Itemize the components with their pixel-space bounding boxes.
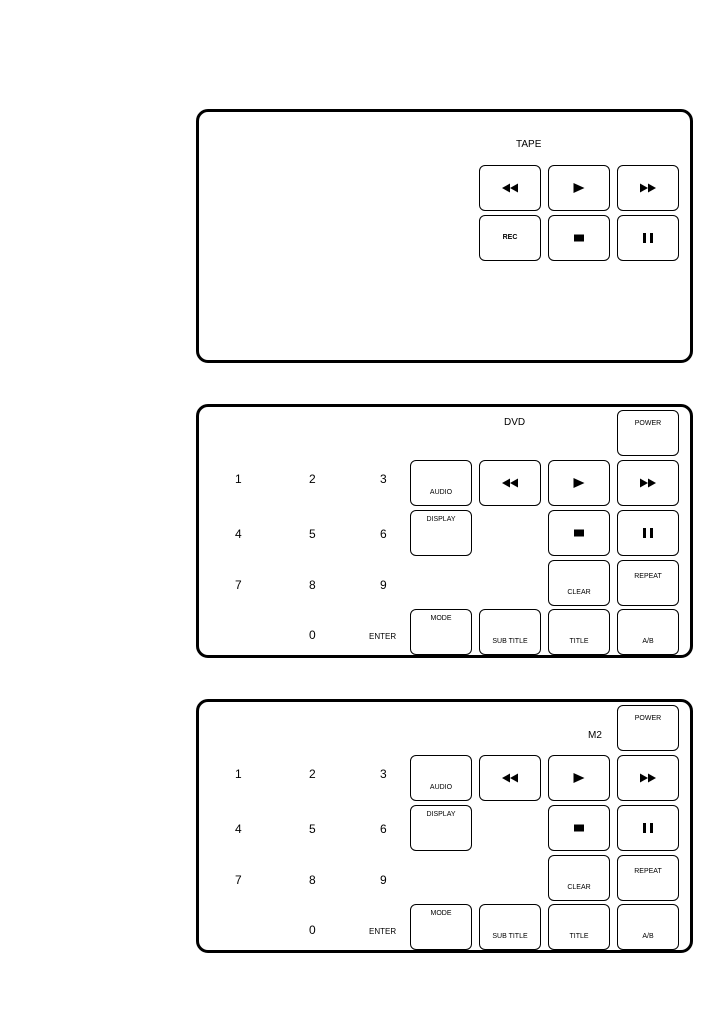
dvd-number-7[interactable]: 7 [235, 578, 242, 592]
dvd-pause-button[interactable] [617, 510, 679, 556]
tape-fast-forward-button[interactable] [617, 165, 679, 211]
dvd-audio-button[interactable]: AUDIO [410, 460, 472, 506]
m2-sub-title-button[interactable]: SUB TITLE [479, 904, 541, 950]
rewind-icon [502, 774, 518, 783]
fast-forward-icon [640, 774, 656, 783]
dvd-sub-title-button[interactable]: SUB TITLE [479, 609, 541, 655]
m2-repeat-button[interactable]: REPEAT [617, 855, 679, 901]
m2-stop-button[interactable] [548, 805, 610, 851]
tape-rewind-button[interactable] [479, 165, 541, 211]
title-label: TITLE [549, 933, 609, 941]
m2-display-button[interactable]: DISPLAY [410, 805, 472, 851]
m2-number-2[interactable]: 2 [309, 767, 316, 781]
dvd-number-9[interactable]: 9 [380, 578, 387, 592]
m2-number-7[interactable]: 7 [235, 873, 242, 887]
play-icon [574, 773, 585, 783]
tape-rec-button[interactable]: REC [479, 215, 541, 261]
m2-number-8[interactable]: 8 [309, 873, 316, 887]
m2-mode-button[interactable]: MODE [410, 904, 472, 950]
sub-title-label: SUB TITLE [480, 933, 540, 941]
stop-icon [574, 530, 584, 537]
play-icon [574, 183, 585, 193]
m2-number-9[interactable]: 9 [380, 873, 387, 887]
m2-enter-label[interactable]: ENTER [369, 927, 396, 937]
sub-title-label: SUB TITLE [480, 638, 540, 646]
title-label: TITLE [549, 638, 609, 646]
dvd-clear-button[interactable]: CLEAR [548, 560, 610, 606]
rewind-icon [502, 184, 518, 193]
dvd-rewind-button[interactable] [479, 460, 541, 506]
dvd-title-button[interactable]: TITLE [548, 609, 610, 655]
m2-clear-button[interactable]: CLEAR [548, 855, 610, 901]
pause-icon [643, 233, 653, 243]
repeat-label: REPEAT [618, 868, 678, 876]
dvd-stop-button[interactable] [548, 510, 610, 556]
pause-icon [643, 528, 653, 538]
m2-number-0[interactable]: 0 [309, 923, 316, 937]
m2-number-5[interactable]: 5 [309, 822, 316, 836]
dvd-panel: DVD 1 2 3 4 5 6 7 8 9 0 ENTER POWER AUDI… [196, 404, 693, 658]
m2-fast-forward-button[interactable] [617, 755, 679, 801]
m2-ab-button[interactable]: A/B [617, 904, 679, 950]
tape-stop-button[interactable] [548, 215, 610, 261]
clear-label: CLEAR [549, 589, 609, 597]
dvd-title: DVD [504, 418, 525, 428]
dvd-number-2[interactable]: 2 [309, 472, 316, 486]
ab-label: A/B [618, 638, 678, 646]
dvd-display-button[interactable]: DISPLAY [410, 510, 472, 556]
dvd-number-0[interactable]: 0 [309, 628, 316, 642]
m2-play-button[interactable] [548, 755, 610, 801]
m2-audio-button[interactable]: AUDIO [410, 755, 472, 801]
m2-title-button[interactable]: TITLE [548, 904, 610, 950]
dvd-enter-label[interactable]: ENTER [369, 632, 396, 642]
rewind-icon [502, 479, 518, 488]
dvd-number-4[interactable]: 4 [235, 527, 242, 541]
rec-label: REC [480, 234, 540, 242]
display-label: DISPLAY [411, 811, 471, 819]
tape-play-button[interactable] [548, 165, 610, 211]
m2-power-button[interactable]: POWER [617, 705, 679, 751]
power-label: POWER [618, 715, 678, 723]
dvd-fast-forward-button[interactable] [617, 460, 679, 506]
m2-number-4[interactable]: 4 [235, 822, 242, 836]
display-label: DISPLAY [411, 516, 471, 524]
power-label: POWER [618, 420, 678, 428]
clear-label: CLEAR [549, 884, 609, 892]
dvd-mode-button[interactable]: MODE [410, 609, 472, 655]
stop-icon [574, 825, 584, 832]
m2-rewind-button[interactable] [479, 755, 541, 801]
fast-forward-icon [640, 479, 656, 488]
m2-number-3[interactable]: 3 [380, 767, 387, 781]
repeat-label: REPEAT [618, 573, 678, 581]
dvd-number-5[interactable]: 5 [309, 527, 316, 541]
m2-number-6[interactable]: 6 [380, 822, 387, 836]
tape-pause-button[interactable] [617, 215, 679, 261]
ab-label: A/B [618, 933, 678, 941]
pause-icon [643, 823, 653, 833]
dvd-number-3[interactable]: 3 [380, 472, 387, 486]
m2-title: M2 [588, 731, 602, 741]
mode-label: MODE [411, 615, 471, 623]
stop-icon [574, 235, 584, 242]
dvd-number-6[interactable]: 6 [380, 527, 387, 541]
dvd-number-8[interactable]: 8 [309, 578, 316, 592]
tape-title: TAPE [516, 140, 541, 150]
m2-pause-button[interactable] [617, 805, 679, 851]
m2-number-1[interactable]: 1 [235, 767, 242, 781]
audio-label: AUDIO [411, 784, 471, 792]
play-icon [574, 478, 585, 488]
dvd-ab-button[interactable]: A/B [617, 609, 679, 655]
fast-forward-icon [640, 184, 656, 193]
m2-panel: M2 1 2 3 4 5 6 7 8 9 0 ENTER POWER AUDIO… [196, 699, 693, 953]
dvd-repeat-button[interactable]: REPEAT [617, 560, 679, 606]
dvd-number-1[interactable]: 1 [235, 472, 242, 486]
tape-panel: TAPE REC [196, 109, 693, 363]
dvd-power-button[interactable]: POWER [617, 410, 679, 456]
mode-label: MODE [411, 910, 471, 918]
dvd-play-button[interactable] [548, 460, 610, 506]
audio-label: AUDIO [411, 489, 471, 497]
